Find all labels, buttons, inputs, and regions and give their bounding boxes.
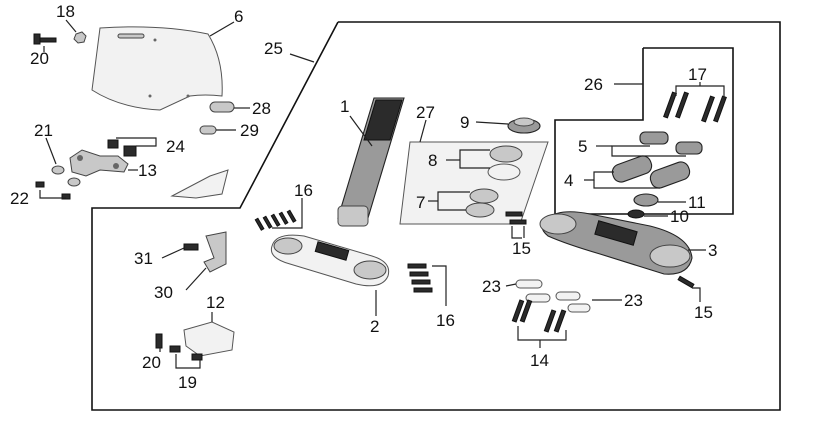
spacer-29 <box>199 125 217 135</box>
bolt-31 <box>183 243 199 251</box>
bolts-15-lower <box>677 275 695 289</box>
callout-23-right: 23 <box>624 291 643 310</box>
bolts-16-upper <box>254 209 297 231</box>
callout-8: 8 <box>428 151 437 170</box>
callout-12: 12 <box>206 293 225 312</box>
bracket-30 <box>203 231 227 273</box>
callout-16-upper: 16 <box>294 181 313 200</box>
callout-31: 31 <box>134 249 153 268</box>
stem-nut-9 <box>507 117 541 134</box>
callout-15-upper: 15 <box>512 239 531 258</box>
nut-21 <box>51 165 81 187</box>
steering-stem <box>337 97 405 227</box>
callout-5: 5 <box>578 137 587 156</box>
callout-14: 14 <box>530 351 549 370</box>
callout-26: 26 <box>584 75 603 94</box>
bolts-16-lower <box>407 263 433 293</box>
callout-28: 28 <box>252 99 271 118</box>
callout-17: 17 <box>688 65 707 84</box>
callout-24: 24 <box>166 137 185 156</box>
clamps-23 <box>515 279 591 313</box>
callout-25: 25 <box>264 39 283 58</box>
lower-triple-clamp <box>270 234 390 287</box>
nuts-24 <box>107 139 137 157</box>
callout-6: 6 <box>234 7 243 26</box>
nut-11 <box>633 193 659 207</box>
assembly-frame <box>91 21 781 411</box>
callout-19: 19 <box>178 373 197 392</box>
nut-18 <box>73 31 87 44</box>
screw-20-top <box>33 33 57 45</box>
leader-lines <box>39 19 725 369</box>
windshield-bracket-13 <box>69 149 129 177</box>
callout-10: 10 <box>670 207 689 226</box>
callout-15-lower: 15 <box>694 303 713 322</box>
clamp-lower-4 <box>611 155 691 189</box>
callout-4: 4 <box>564 171 573 190</box>
callout-21: 21 <box>34 121 53 140</box>
callout-20-lower: 20 <box>142 353 161 372</box>
upper-triple-clamp <box>539 211 693 275</box>
callout-18: 18 <box>56 2 75 21</box>
screw-20-lower <box>155 333 163 349</box>
callout-1: 1 <box>340 97 349 116</box>
callout-13: 13 <box>138 161 157 180</box>
callout-27: 27 <box>416 103 435 122</box>
deflector <box>170 169 229 199</box>
screws-19 <box>169 345 203 361</box>
windshield <box>91 26 223 111</box>
spacer-28 <box>209 101 235 113</box>
clamp-upper-5 <box>639 131 703 155</box>
bolts-15-upper <box>505 211 527 225</box>
callout-30: 30 <box>154 283 173 302</box>
callout-16-lower: 16 <box>436 311 455 330</box>
callout-2: 2 <box>370 317 379 336</box>
callout-29: 29 <box>240 121 259 140</box>
callout-3: 3 <box>708 241 717 260</box>
callout-20-top: 20 <box>30 49 49 68</box>
bearing-set-8 <box>487 145 523 181</box>
bracket-12 <box>183 321 235 357</box>
bolts-17 <box>663 91 727 123</box>
callout-9: 9 <box>460 113 469 132</box>
callout-23-left: 23 <box>482 277 501 296</box>
bolts-14 <box>511 299 567 333</box>
bolts-22 <box>35 181 71 200</box>
callout-7: 7 <box>416 193 425 212</box>
washer-10 <box>627 209 645 219</box>
callout-labels: 18 20 6 25 28 29 21 24 13 22 1 27 9 8 7 … <box>10 2 717 392</box>
callout-11: 11 <box>688 193 706 212</box>
callout-22: 22 <box>10 189 29 208</box>
